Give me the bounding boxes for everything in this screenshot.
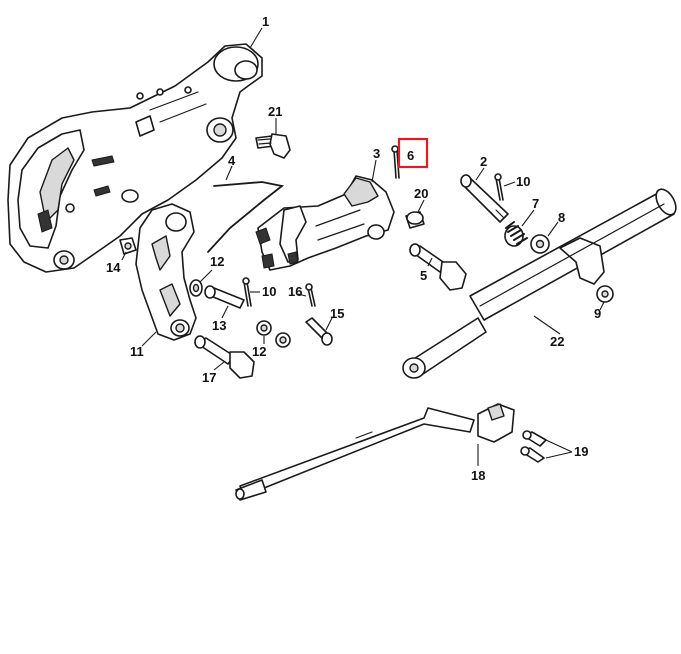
- callout-12-upper: 12: [210, 254, 224, 269]
- leader-lines: [121, 27, 605, 466]
- highlight-box-callout-6: [397, 137, 429, 169]
- part-14-nut[interactable]: [119, 237, 137, 255]
- callout-18: 18: [471, 468, 485, 483]
- callout-6: 6: [407, 148, 414, 163]
- callout-8: 8: [558, 210, 565, 225]
- part-11-swivel-link[interactable]: [135, 203, 197, 341]
- callout-2: 2: [480, 154, 487, 169]
- callout-19: 19: [574, 444, 588, 459]
- part-12-washer-upper[interactable]: [189, 279, 203, 297]
- callout-1: 1: [262, 14, 269, 29]
- callout-20: 20: [414, 186, 428, 201]
- part-9-washer[interactable]: [596, 285, 614, 303]
- part-19-screw-upper[interactable]: [522, 430, 547, 447]
- part-washer-extra[interactable]: [275, 332, 291, 348]
- part-7-spring[interactable]: [504, 221, 528, 247]
- callout-9: 9: [594, 306, 601, 321]
- part-13-pin[interactable]: [204, 285, 245, 309]
- callout-5: 5: [420, 268, 427, 283]
- part-18-trim-rod-assembly[interactable]: [235, 403, 515, 501]
- part-1-mounting-bracket[interactable]: [7, 43, 263, 273]
- callout-3: 3: [373, 146, 380, 161]
- callout-11: 11: [130, 344, 144, 359]
- callout-22: 22: [550, 334, 564, 349]
- part-17-bolt[interactable]: [194, 335, 255, 379]
- part-10-cotter-pin-right[interactable]: [494, 173, 504, 201]
- part-3-tilt-lock-lever[interactable]: [255, 175, 395, 271]
- callout-7: 7: [532, 196, 539, 211]
- part-16-cotter-pin[interactable]: [305, 283, 316, 307]
- callout-13: 13: [212, 318, 226, 333]
- part-5-bolt[interactable]: [409, 243, 467, 291]
- part-22-tilt-cylinder[interactable]: [402, 186, 680, 379]
- part-4-wire-link[interactable]: [207, 181, 285, 253]
- part-20-bushing[interactable]: [405, 211, 425, 229]
- callout-16: 16: [288, 284, 302, 299]
- callout-10-right: 10: [516, 174, 530, 189]
- callout-14: 14: [106, 260, 121, 275]
- callout-15: 15: [330, 306, 344, 321]
- part-19-screw-lower[interactable]: [520, 446, 545, 463]
- part-21-bolt[interactable]: [255, 133, 291, 159]
- callout-labels: 1 2 3 4 5 6 7 8 9 10 10 11 12 12 13 14 1…: [106, 14, 601, 483]
- callout-17: 17: [202, 370, 216, 385]
- callout-12-lower: 12: [252, 344, 266, 359]
- part-8-washer[interactable]: [530, 234, 550, 254]
- part-10-cotter-pin-left[interactable]: [242, 277, 252, 307]
- part-12-washer-lower[interactable]: [256, 320, 272, 336]
- part-2-pivot-shaft[interactable]: [460, 174, 509, 223]
- callout-4: 4: [228, 153, 236, 168]
- callout-21: 21: [268, 104, 282, 119]
- part-15-clevis-pin[interactable]: [305, 317, 333, 346]
- callout-10-left: 10: [262, 284, 276, 299]
